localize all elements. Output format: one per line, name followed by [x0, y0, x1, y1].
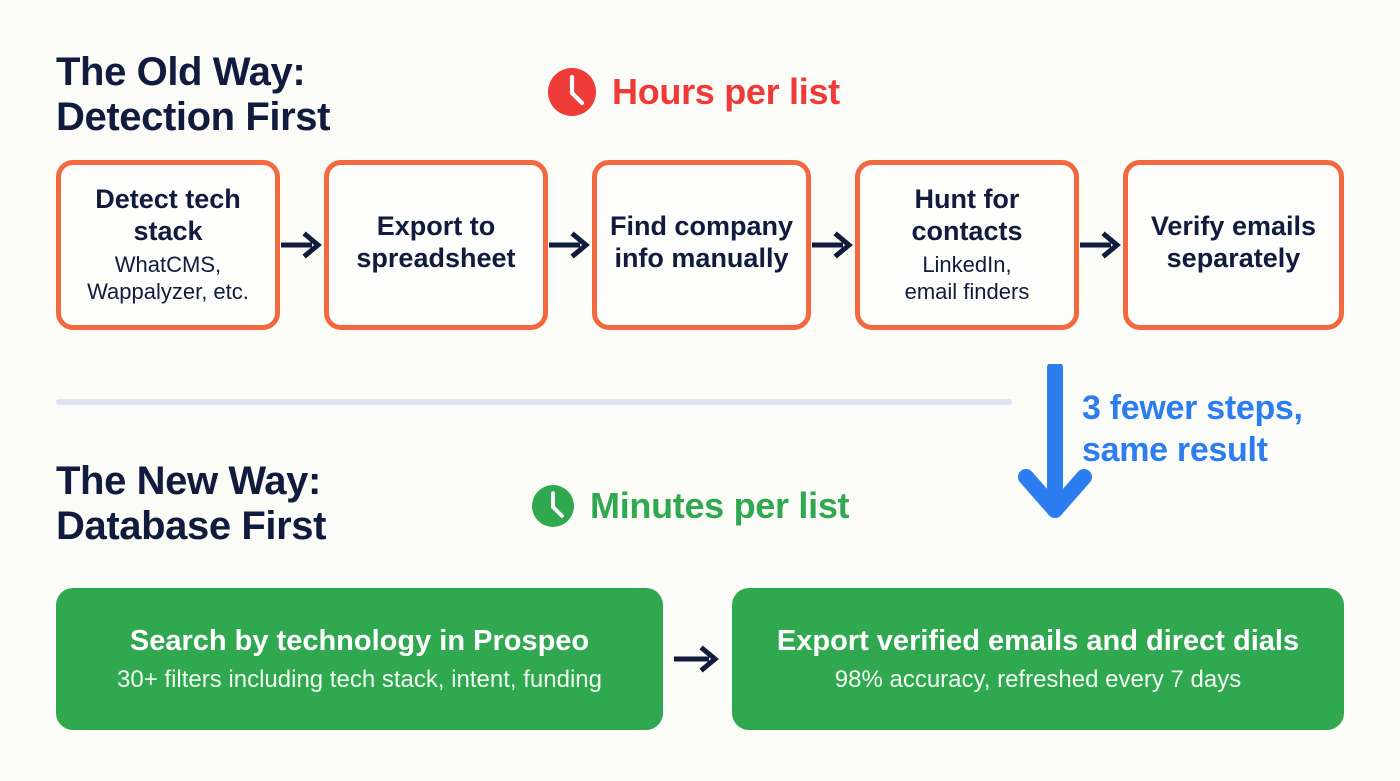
new-way-time-badge: Minutes per list — [530, 483, 850, 529]
old-arrow-1 — [280, 160, 324, 330]
new-step-2[interactable]: Export verified emails and direct dials … — [732, 588, 1344, 730]
new-way-heading: The New Way: Database First — [56, 459, 327, 549]
clock-icon — [548, 68, 596, 116]
arrow-right-icon — [548, 231, 590, 259]
old-arrow-2 — [548, 160, 592, 330]
old-step-1-subtitle: WhatCMS, Wappalyzer, etc. — [87, 252, 249, 304]
old-way-time-badge: Hours per list — [546, 66, 840, 118]
callout-text: 3 fewer steps, same result — [1082, 389, 1303, 469]
old-way-flow: Detect tech stack WhatCMS, Wappalyzer, e… — [56, 160, 1344, 330]
old-step-4-subtitle: LinkedIn, email finders — [904, 252, 1030, 304]
old-way-heading: The Old Way: Detection First — [56, 50, 331, 140]
old-way-time-label: Hours per list — [612, 71, 840, 112]
arrow-right-icon — [673, 645, 719, 673]
old-step-4-title: Hunt for contacts — [911, 184, 1023, 247]
new-step-1-subtitle: 30+ filters including tech stack, intent… — [117, 665, 602, 693]
new-step-1[interactable]: Search by technology in Prospeo 30+ filt… — [56, 588, 663, 730]
new-arrow-1 — [663, 588, 732, 730]
new-way-flow: Search by technology in Prospeo 30+ filt… — [56, 588, 1344, 730]
old-step-1[interactable]: Detect tech stack WhatCMS, Wappalyzer, e… — [56, 160, 280, 330]
old-step-2[interactable]: Export to spreadsheet — [323, 160, 548, 330]
arrow-down-icon — [1018, 364, 1092, 518]
new-step-2-title: Export verified emails and direct dials — [776, 624, 1300, 657]
old-step-1-title: Detect tech stack — [95, 184, 241, 247]
old-arrow-4 — [1079, 160, 1123, 330]
old-step-4[interactable]: Hunt for contacts LinkedIn, email finder… — [854, 160, 1079, 330]
old-step-3-title: Find company info manually — [609, 211, 793, 273]
new-step-2-subtitle: 98% accuracy, refreshed every 7 days — [834, 665, 1242, 693]
clock-icon — [532, 485, 574, 527]
old-step-5-title: Verify emails separately — [1150, 211, 1317, 273]
old-step-5[interactable]: Verify emails separately — [1122, 160, 1344, 330]
section-divider — [56, 399, 1012, 405]
arrow-right-icon — [280, 231, 322, 259]
old-step-3[interactable]: Find company info manually — [591, 160, 811, 330]
new-step-1-title: Search by technology in Prospeo — [129, 624, 590, 657]
arrow-right-icon — [811, 231, 853, 259]
old-arrow-3 — [811, 160, 855, 330]
old-step-2-title: Export to spreadsheet — [356, 211, 516, 273]
arrow-right-icon — [1079, 231, 1121, 259]
new-way-time-label: Minutes per list — [590, 485, 850, 526]
